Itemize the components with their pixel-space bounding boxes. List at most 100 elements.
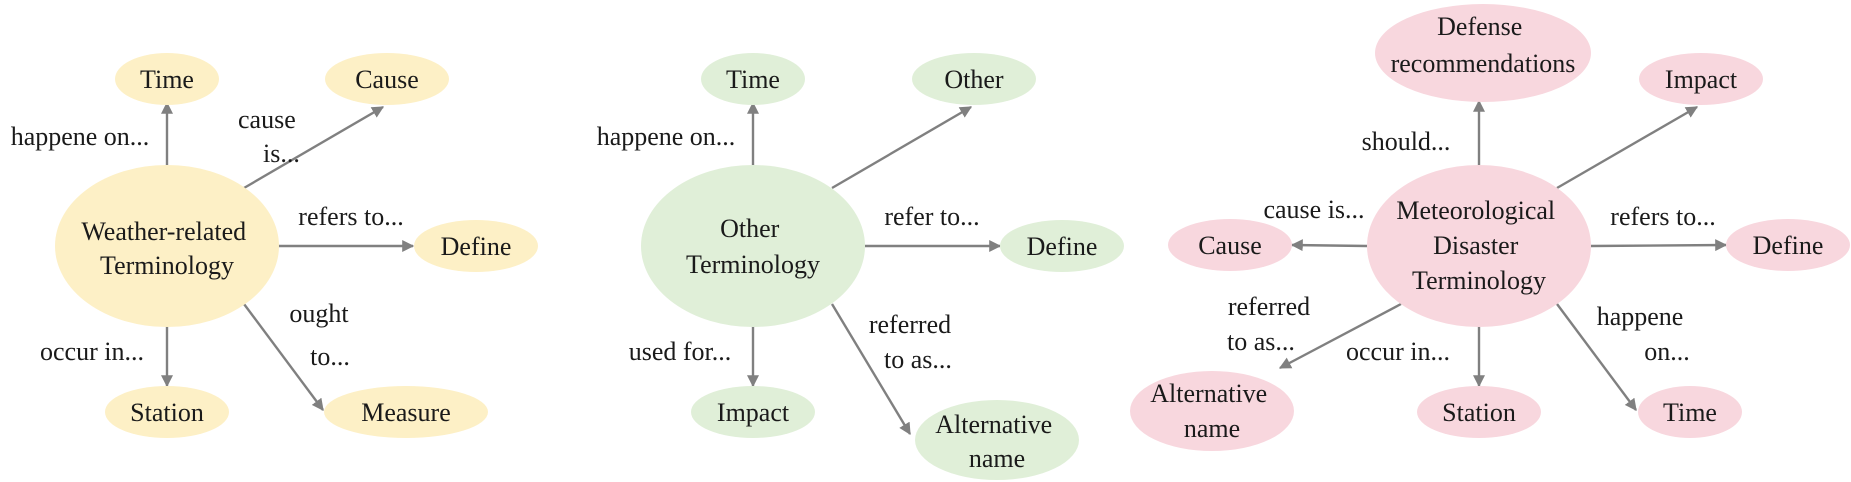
node-other-define: Define: [1000, 220, 1124, 272]
node-shape: [1367, 165, 1591, 327]
node-shape: [1638, 386, 1742, 438]
node-label: Measure: [361, 398, 451, 427]
node-label: Alternative: [1150, 379, 1267, 408]
node-label: name: [1184, 414, 1240, 443]
svg-text:Weather-related Termin: Weather-related Terminology: [81, 217, 252, 280]
node-label: Station: [1442, 398, 1516, 427]
edge-label-referred-to-as: to as...: [884, 345, 952, 374]
node-disaster-defense-recommendations: Defense recommendations: [1375, 4, 1591, 102]
node-label: Weather-related: [81, 217, 246, 246]
node-shape: [414, 220, 538, 272]
edge-label-happene-on: on...: [1644, 337, 1690, 366]
edge-disaster-to-impact: [1556, 105, 1699, 190]
edge-label-occur-in: occur in...: [40, 337, 144, 366]
node-label: Other: [944, 65, 1004, 94]
edge-label-referred-to-as: referred: [1228, 292, 1310, 321]
node-shape: [55, 165, 279, 327]
edge-label-happene-on: happene on...: [597, 122, 736, 151]
node-shape: [912, 53, 1036, 105]
node-label: Station: [130, 398, 204, 427]
node-label: Define: [441, 232, 512, 261]
edge-label-happene-on: happene: [1597, 302, 1684, 331]
edge-label-cause-is: cause is...: [1263, 195, 1364, 224]
svg-text:Defense recommendation: Defense recommendations: [1391, 12, 1576, 78]
edge-label-cause-is: cause: [238, 105, 296, 134]
node-shape: [1417, 386, 1541, 438]
edge-label-ought-to: to...: [310, 342, 350, 371]
node-shape: [1000, 220, 1124, 272]
node-weather-time: Time: [115, 53, 219, 105]
edge-label-used-for: used for...: [629, 337, 732, 366]
node-label: Impact: [717, 398, 790, 427]
edge-disaster-to-define: [1590, 239, 1728, 252]
edge-label-refers-to: refers to...: [1610, 202, 1715, 231]
node-shape: [105, 386, 229, 438]
node-other-center: Other Terminology: [641, 165, 865, 327]
node-label: Meteorological: [1396, 196, 1555, 225]
edge-disaster-to-cause: [1290, 239, 1368, 252]
disaster-terminology-diagram: Meteorological Disaster Terminology Defe…: [1130, 4, 1850, 451]
node-disaster-alternative-name: Alternative name: [1130, 371, 1294, 451]
node-label: Other: [720, 214, 780, 243]
node-disaster-center: Meteorological Disaster Terminology: [1367, 165, 1591, 327]
node-shape: [325, 53, 449, 105]
node-label: Terminology: [1412, 266, 1546, 295]
edge-label-referred-to-as: to as...: [1227, 327, 1295, 356]
node-shape: [1168, 219, 1292, 271]
node-label: Define: [1753, 231, 1824, 260]
edge-label-refer-to: refer to...: [884, 202, 979, 231]
node-disaster-time: Time: [1638, 386, 1742, 438]
svg-text:Alternative name: Alternative name: [935, 410, 1058, 473]
edge-weather-to-measure: [243, 303, 324, 411]
edge-label-referred-to-as: referred: [869, 310, 951, 339]
edge-label-ought-to: ought: [289, 299, 349, 328]
node-shape: [691, 386, 815, 438]
node-weather-define: Define: [414, 220, 538, 272]
edge-label-cause-is: is...: [263, 139, 300, 168]
node-label: name: [969, 444, 1025, 473]
node-label: Impact: [1665, 65, 1738, 94]
edge-other-to-other: [831, 105, 973, 190]
node-shape: [1130, 371, 1294, 451]
node-disaster-station: Station: [1417, 386, 1541, 438]
node-other-other: Other: [912, 53, 1036, 105]
node-shape: [1726, 219, 1850, 271]
svg-text:Other Terminology: Other Terminology: [686, 214, 820, 279]
node-other-impact: Impact: [691, 386, 815, 438]
edge-other-to-alternative-name: [830, 303, 912, 436]
node-label: Terminology: [686, 250, 820, 279]
node-label: Terminology: [100, 251, 234, 280]
node-shape: [324, 386, 488, 438]
other-terminology-diagram: Other Terminology Time Other Define Impa…: [597, 53, 1124, 480]
node-label: Time: [726, 65, 780, 94]
edge-label-should: should...: [1362, 127, 1451, 156]
node-weather-station: Station: [105, 386, 229, 438]
svg-text:Meteorological Disaste: Meteorological Disaster Terminology: [1396, 196, 1561, 295]
edge-disaster-to-time: [1556, 303, 1637, 411]
node-shape: [701, 53, 805, 105]
edge-label-occur-in: occur in...: [1346, 337, 1450, 366]
node-disaster-cause: Cause: [1168, 219, 1292, 271]
node-disaster-define: Define: [1726, 219, 1850, 271]
node-weather-measure: Measure: [324, 386, 488, 438]
edge-weather-to-cause: [243, 105, 385, 190]
node-weather-cause: Cause: [325, 53, 449, 105]
node-weather-center: Weather-related Terminology: [55, 165, 279, 327]
node-label: Disaster: [1433, 231, 1519, 260]
node-shape: [115, 53, 219, 105]
node-shape: [1639, 53, 1763, 105]
node-label: Defense: [1437, 12, 1522, 41]
node-label: Alternative: [935, 410, 1052, 439]
node-shape: [1375, 4, 1591, 102]
node-label: Time: [1663, 398, 1717, 427]
node-other-time: Time: [701, 53, 805, 105]
svg-text:Alternative name: Alternative name: [1150, 379, 1273, 443]
node-label: Cause: [355, 65, 419, 94]
node-disaster-impact: Impact: [1639, 53, 1763, 105]
node-shape: [915, 400, 1079, 480]
node-other-alternative-name: Alternative name: [915, 400, 1079, 480]
edge-disaster-to-alternative-name: [1278, 302, 1402, 370]
edge-label-refers-to: refers to...: [298, 202, 403, 231]
node-label: recommendations: [1391, 49, 1576, 78]
